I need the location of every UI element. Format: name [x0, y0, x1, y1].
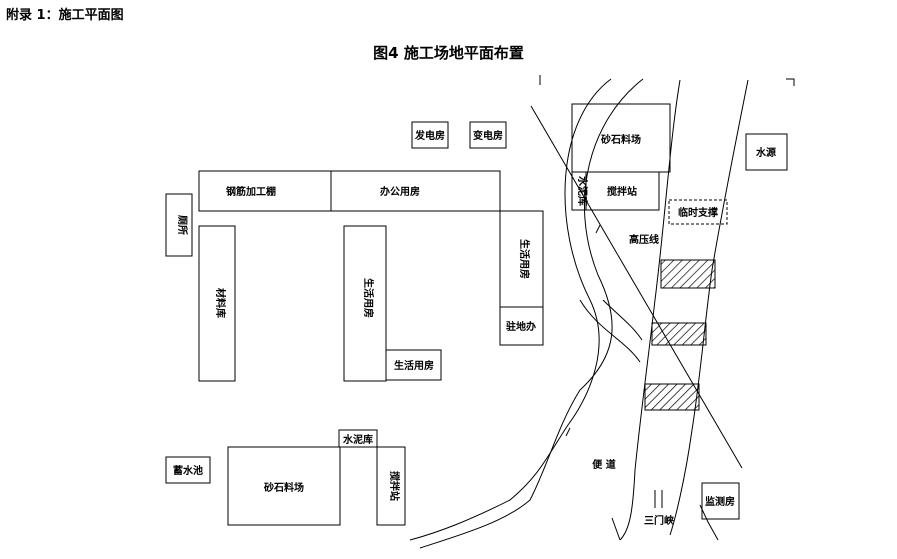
power-room-label: 发电房: [414, 129, 445, 142]
corner-mark: [786, 78, 795, 86]
high-voltage-line: [530, 105, 743, 469]
bridge-hatch-3: [644, 383, 700, 411]
cement-store-top-label: 水泥库: [576, 175, 589, 206]
mixing-station-top: [585, 171, 660, 211]
detour-branch-2: [602, 299, 643, 341]
living-house-b: [385, 349, 442, 381]
office-label: 办公用房: [380, 185, 420, 198]
high-voltage-label: 高压线: [629, 233, 659, 246]
sanmen-gorge-label: 三门峡: [644, 514, 674, 527]
temp-support-label: 临时支撑: [678, 206, 718, 219]
gravel-yard-bottom: [227, 446, 341, 526]
river-bank-lower-left: [611, 517, 621, 541]
appendix-heading: 附录 1：施工平面图: [6, 8, 124, 23]
living-a-label: 生活用房: [362, 278, 375, 318]
bridge-hatch-1: [660, 259, 716, 289]
living-c-label: 生活用房: [518, 239, 531, 279]
cement-store-bottom-label: 水泥库: [342, 433, 373, 446]
power-room: [411, 121, 449, 149]
living-b-label: 生活用房: [394, 359, 434, 372]
water-source: [745, 133, 788, 171]
river-bank-lower-right: [699, 504, 719, 541]
gravel-yard-top-label: 砂石料场: [600, 133, 641, 146]
cement-store-bottom: [338, 429, 378, 448]
living-house-a: [343, 225, 387, 382]
bridge-hatch-2: [651, 322, 707, 346]
gravel-yard-bottom-label: 砂石料场: [263, 481, 304, 494]
monitor-room: [701, 482, 740, 520]
monitor-room-label: 监测房: [705, 495, 735, 508]
site-office: [499, 306, 544, 346]
mixing-station-bottom: [376, 446, 406, 526]
detour-road-left: [409, 78, 612, 541]
transformer-room-label: 变电房: [473, 129, 503, 142]
lumber-shed: [198, 225, 236, 382]
transformer-room: [469, 121, 507, 149]
site-office-label: 驻地办: [506, 320, 536, 333]
road-arrow-1: [595, 224, 601, 234]
water-source-label: 水源: [755, 146, 776, 159]
lumber-shed-label: 材料库: [214, 288, 227, 318]
rebar-shed-label: 钢筋加工棚: [226, 185, 276, 198]
toilet: [165, 193, 193, 257]
reservoir-label: 蓄水池: [173, 464, 203, 477]
detour-label: 便 道: [592, 458, 615, 471]
detour-road-right: [419, 78, 644, 549]
detour-branch: [579, 299, 641, 363]
reservoir: [165, 456, 211, 484]
diagram-title: 图4 施工场地平面布置: [373, 44, 524, 62]
river-bank-left: [619, 79, 681, 541]
mixing-station-bottom-label: 搅拌站: [388, 471, 401, 501]
temp-support: [668, 199, 728, 225]
mixing-station-top-label: 搅拌站: [607, 185, 637, 198]
river-bank-right: [669, 79, 749, 536]
toilet-label: 厕所: [176, 215, 189, 235]
road-arrow-2: [565, 427, 571, 437]
office-building: [330, 170, 501, 212]
